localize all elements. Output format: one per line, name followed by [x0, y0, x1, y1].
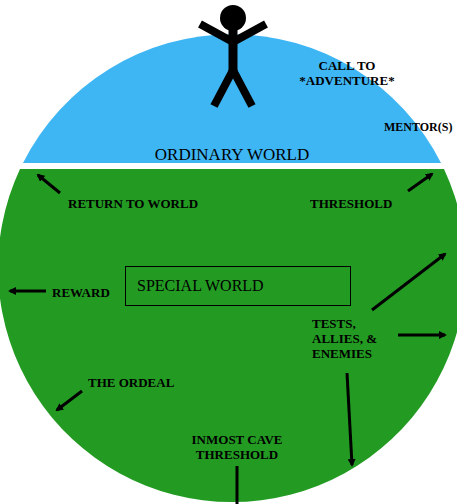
stage-label: THRESHOLD — [310, 196, 420, 211]
stage-label: TESTS, ALLIES, & ENEMIES — [312, 316, 394, 361]
stick-figure — [200, 5, 266, 106]
stage-label: INMOST CAVE THRESHOLD — [177, 432, 297, 462]
region-title: SPECIAL WORLD — [137, 277, 264, 295]
stage-label: CALL TO *ADVENTURE* — [292, 58, 402, 88]
stage-label: RETURN TO WORLD — [68, 196, 238, 211]
pointer-arrows — [10, 174, 445, 504]
special-world-box: SPECIAL WORLD — [125, 266, 351, 306]
special-world-circle: RETURN TO WORLD THRESHOLD REWARD TESTS, ALL… — [0, 166, 457, 504]
region-title: ORDINARY WORLD — [22, 145, 442, 165]
stage-label: THE ORDEAL — [88, 375, 208, 390]
stage-label: MENTOR(S) — [384, 120, 457, 134]
stage-label: REWARD — [52, 285, 142, 300]
